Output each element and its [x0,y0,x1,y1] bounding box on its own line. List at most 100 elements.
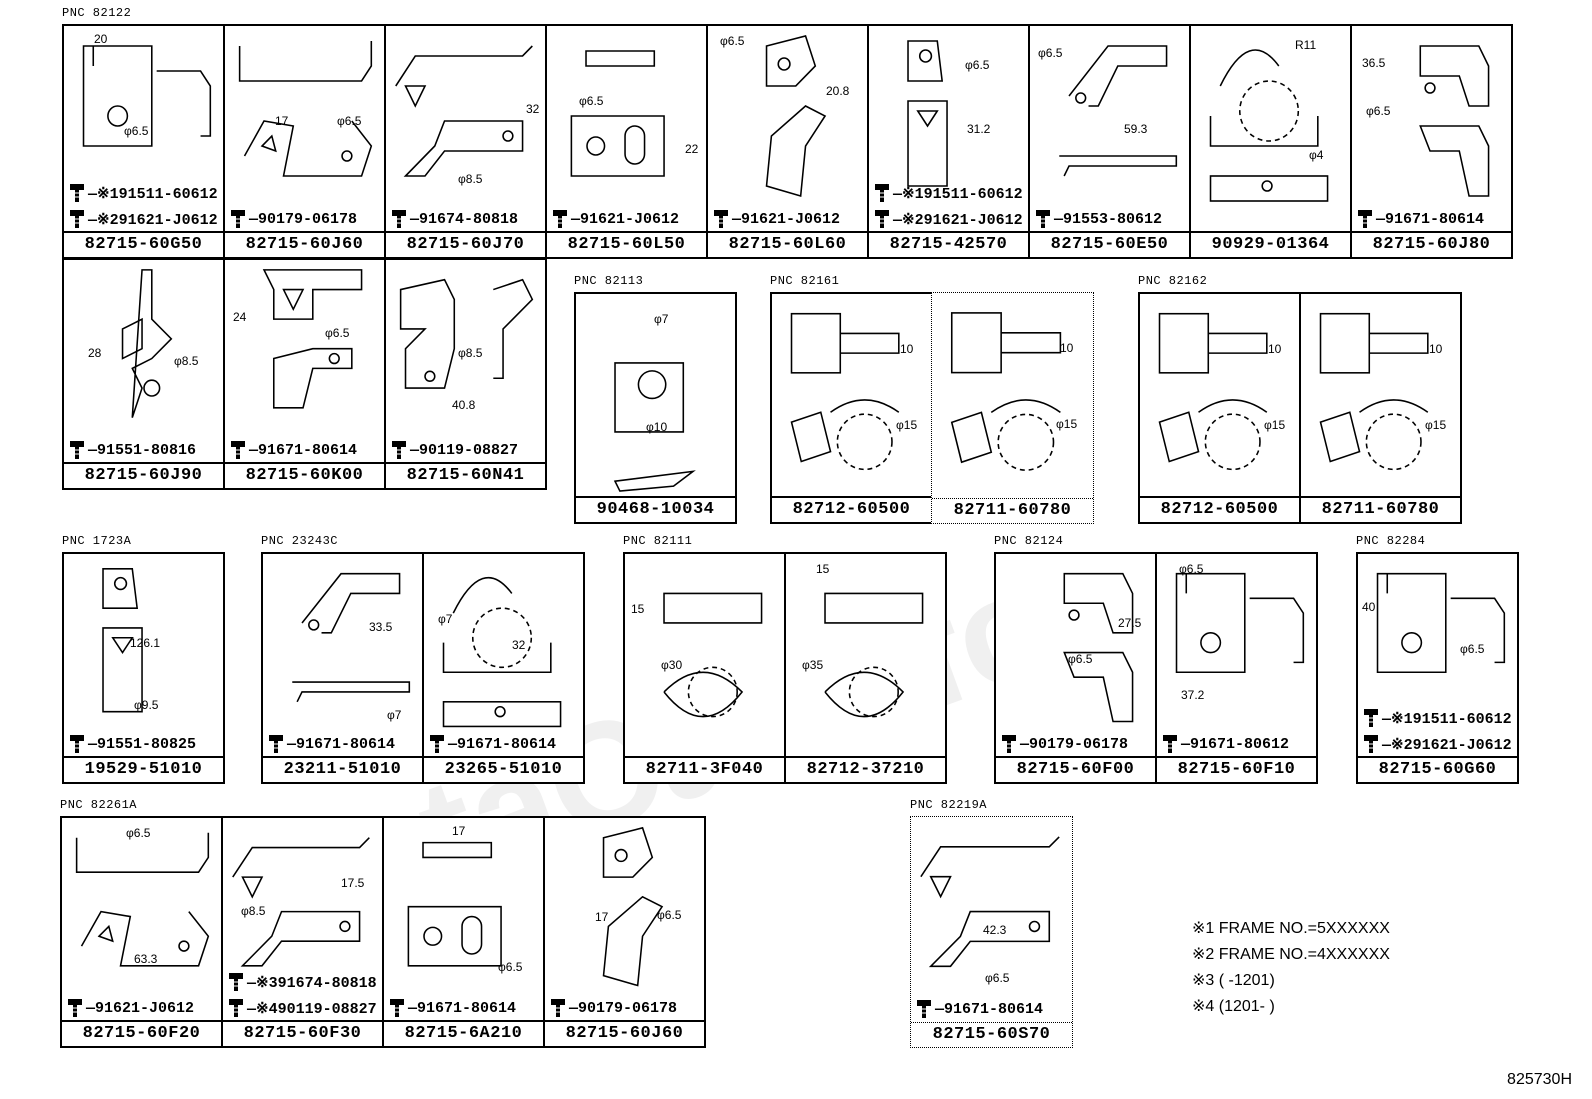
fastener-callout[interactable]: —91671-80614 [388,998,516,1018]
part-number[interactable]: 82715-60N41 [386,462,545,488]
dimension-label: φ8.5 [241,904,266,918]
fastener-callout[interactable]: —91671-80614 [1356,209,1484,229]
fastener-callout[interactable]: —90179-06178 [1000,734,1128,754]
fastener-callout[interactable]: —90119-08827 [390,440,518,460]
part-number[interactable]: 82715-60F10 [1157,756,1316,782]
part-number[interactable]: 82715-60L60 [708,231,867,257]
fastener-callout[interactable]: —91553-80612 [1034,209,1162,229]
dimension-label: φ6.5 [498,960,523,974]
fastener-callout[interactable]: —※191511-60612 [1362,708,1512,728]
fastener-callout[interactable]: —91551-80816 [68,440,196,460]
part-number[interactable]: 23211-51010 [263,756,422,782]
dimension-label: 17 [452,824,466,838]
fastener-callout[interactable]: —※490119-08827 [227,998,377,1018]
bolt-icon [551,209,569,229]
fastener-part-number: —91671-80614 [408,999,517,1017]
fastener-callout[interactable]: —※291621-J0612 [1362,734,1512,754]
part-number[interactable]: 82711-60780 [932,498,1093,523]
fastener-callout[interactable]: —91674-80818 [390,209,518,229]
part-number[interactable]: 23265-51010 [424,756,583,782]
fastener-callout[interactable]: —91671-80614 [915,999,1043,1019]
part-number[interactable]: 82715-6A210 [384,1020,543,1046]
part-number[interactable]: 82715-60K00 [225,462,384,488]
part-number[interactable]: 82711-3F040 [625,756,784,782]
part-number[interactable]: 82715-60J80 [1352,231,1511,257]
part-number[interactable]: 82715-60E50 [1030,231,1189,257]
part-number[interactable]: 19529-51010 [64,756,223,782]
part-number[interactable]: 82715-60J90 [64,462,223,488]
fastener-callout[interactable]: —91621-J0612 [712,209,840,229]
pnc-label: PNC 82161 [770,274,840,288]
fastener-callout[interactable]: —※291621-J0612 [873,209,1023,229]
fastener-callout[interactable]: —91551-80825 [68,734,196,754]
fastener-callout[interactable]: —※191511-60612 [873,183,1023,203]
part-number[interactable]: 82715-60L50 [547,231,706,257]
part-number[interactable]: 82715-60F30 [223,1020,382,1046]
part-number[interactable]: 82715-60J60 [545,1020,704,1046]
part-number[interactable]: 82715-60G50 [64,231,223,257]
part-number[interactable]: 90468-10034 [576,496,735,522]
part-cell[interactable]: 17 φ6.5 —91671-80614 82715-6A210 [382,816,545,1048]
dimension-label: 27.5 [1118,616,1142,630]
part-number[interactable]: 82715-42570 [869,231,1028,257]
part-number[interactable]: 82715-60F00 [996,756,1155,782]
part-illustration [996,554,1155,756]
dimension-label: φ6.5 [1068,652,1093,666]
part-number[interactable]: 82715-60F20 [62,1020,221,1046]
fastener-callout[interactable]: —※191511-60612 [68,183,218,203]
part-number[interactable]: 82715-60G60 [1358,756,1517,782]
fastener-callout[interactable]: —91621-J0612 [551,209,679,229]
fastener-callout[interactable]: —91671-80612 [1161,734,1289,754]
part-number[interactable]: 82715-60J60 [225,231,384,257]
dimension-label: 17.5 [341,876,365,890]
part-number[interactable]: 82715-60S70 [911,1022,1072,1047]
fastener-callout[interactable]: —※291621-J0612 [68,209,218,229]
part-number[interactable]: 82715-60J70 [386,231,545,257]
part-number[interactable]: 82712-37210 [786,756,945,782]
part-number[interactable]: 82712-60500 [1140,496,1299,522]
dimension-label: φ7 [654,312,669,326]
fastener-callout[interactable]: —91671-80614 [229,440,357,460]
fastener-callout[interactable]: —90179-06178 [549,998,677,1018]
fastener-callout[interactable]: —※391674-80818 [227,972,377,992]
part-number[interactable]: 82712-60500 [772,496,931,522]
dimension-label: φ6.5 [985,971,1010,985]
dimension-label: 59.3 [1124,122,1148,136]
fastener-callout[interactable]: —90179-06178 [229,209,357,229]
fastener-callout[interactable]: —91671-80614 [267,734,395,754]
part-number[interactable]: 82711-60780 [1301,496,1460,522]
fastener-callout[interactable]: —91671-80614 [428,734,556,754]
part-number[interactable]: 90929-01364 [1191,231,1350,257]
fastener-callout[interactable]: —91621-J0612 [66,998,194,1018]
